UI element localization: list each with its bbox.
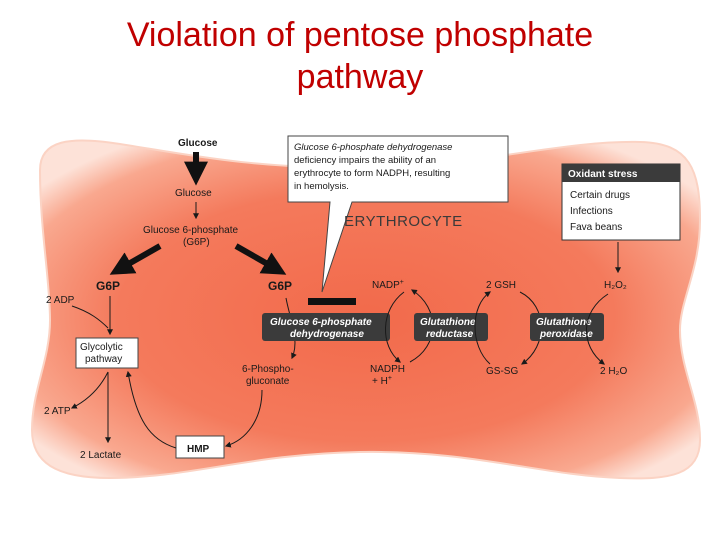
nadp-superscript: + [400, 279, 404, 286]
h2o2-label: H₂O₂ [604, 280, 627, 291]
enzyme-gpx-line1: Glutathione [536, 317, 592, 328]
enzyme-g6pd-line1: Glucose 6-phosphate [270, 317, 372, 328]
gssg-to-gsh-curve [474, 291, 491, 365]
nadph-line1: NADPH [370, 364, 405, 375]
callout-bubble [287, 135, 509, 293]
atp-curve [70, 371, 109, 409]
slide-title-line2: pathway [296, 58, 424, 96]
g6p-right-label: G6P [268, 279, 292, 293]
oxidant-item-drugs: Certain drugs [570, 190, 630, 201]
nadp-text: NADP [372, 280, 400, 291]
g6pd-block-bar [308, 298, 356, 305]
oxidant-stress-box: Oxidant stress Certain drugs Infections … [561, 163, 681, 241]
callout-line1: Glucose 6-phosphate dehydrogenase [294, 142, 452, 153]
h2o2-to-h2o-curve [586, 293, 609, 365]
glycolytic-line1: Glycolytic [80, 342, 123, 353]
hmp-to-glycolytic-curve [125, 370, 177, 449]
enzyme-gr-line2: reductase [426, 329, 474, 340]
enzyme-gr-line1: Glutathione [420, 317, 476, 328]
g6p-right-arrow [234, 243, 287, 275]
glucose-inside-label: Glucose [175, 188, 212, 199]
nadp-to-nadph-curve [385, 291, 405, 363]
callout-line2: deficiency impairs the ability of an [294, 155, 436, 166]
nadph-superscript: + [388, 375, 392, 382]
phosphogluconate-line2: gluconate [246, 376, 290, 387]
lactate-label: 2 Lactate [80, 450, 122, 461]
slide-title: Violation of pentose phosphate pathway [0, 14, 720, 98]
gssg-label: GS-SG [486, 366, 518, 377]
glycolytic-pathway-box [75, 337, 139, 369]
h2o-label: 2 H₂O [600, 366, 627, 377]
oxidant-item-fava: Fava beans [570, 222, 622, 233]
nadph-line2: + H+ [372, 375, 392, 387]
hmp-box [175, 435, 225, 459]
nadph-h-text: + H [372, 376, 388, 387]
hmp-label: HMP [187, 444, 210, 455]
oxidant-item-infections: Infections [570, 206, 613, 217]
g6p-full-line1: Glucose 6-phosphate [143, 225, 239, 236]
oxidant-header: Oxidant stress [568, 169, 638, 180]
nadp-label: NADP+ [372, 279, 404, 291]
enzyme-g6pd-box [262, 313, 390, 341]
g6p-left-arrow [109, 243, 162, 275]
slide-title-line1: Violation of pentose phosphate [126, 16, 594, 54]
glycolytic-line2: pathway [85, 354, 122, 365]
adp-curve [71, 305, 109, 329]
callout-line4: in hemolysis. [294, 181, 349, 192]
enzyme-gr-box [414, 313, 488, 341]
g6p-full-line2: (G6P) [183, 237, 210, 248]
glucose-outside-label: Glucose [178, 138, 218, 149]
adp-label: 2 ADP [46, 295, 75, 306]
phosphogluconate-to-hmp-curve [224, 389, 263, 448]
atp-label: 2 ATP [44, 406, 71, 417]
gsh-label: 2 GSH [486, 280, 516, 291]
erythrocyte-label: ERYTHROCYTE [344, 213, 463, 230]
phosphogluconate-line1: 6-Phospho- [242, 364, 294, 375]
callout-line3: erythrocyte to form NADPH, resulting [294, 168, 450, 179]
enzyme-g6pd-line2: dehydrogenase [290, 329, 364, 340]
oxidant-header-band [562, 164, 680, 182]
enzyme-gpx-line2: peroxidase [539, 329, 593, 340]
enzyme-gpx-box [530, 313, 604, 341]
g6p-left-label: G6P [96, 279, 120, 293]
